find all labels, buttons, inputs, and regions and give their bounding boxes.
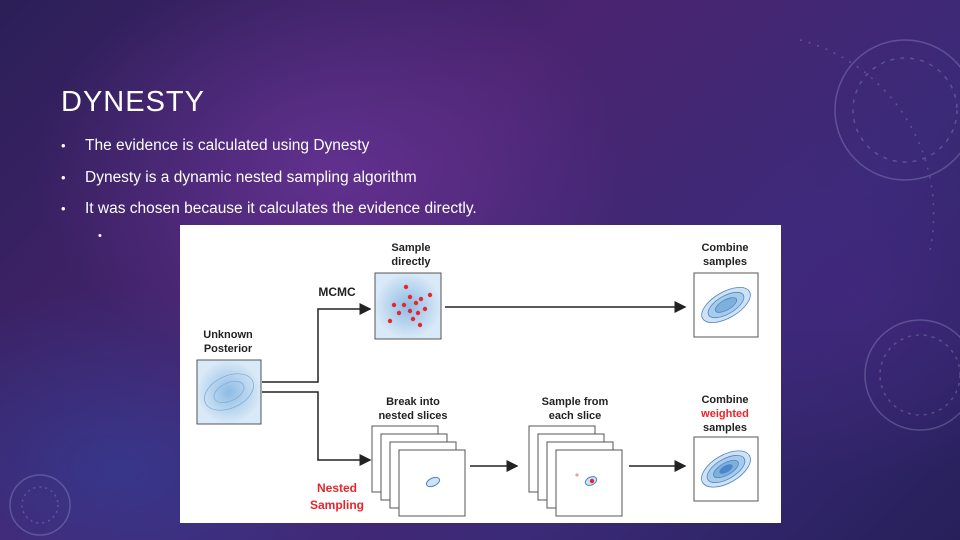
combine-samples-label: Combine <box>701 242 748 254</box>
sample-directly-label: Sample <box>391 242 430 254</box>
bullet-text: Dynesty is a dynamic nested sampling alg… <box>85 168 417 186</box>
combine-samples-label: samples <box>703 256 747 268</box>
nested-slices-stack <box>371 425 466 517</box>
slice-samples-stack <box>528 425 623 517</box>
sample-directly-label: directly <box>391 256 431 268</box>
bullet-marker: • <box>61 138 66 153</box>
sample-from-label: each slice <box>549 410 602 422</box>
sample-from-label: Sample from <box>542 396 609 408</box>
unknown-posterior-label: Unknown <box>203 329 253 341</box>
bullet-item: • Dynesty is a dynamic nested sampling a… <box>61 168 477 200</box>
mcmc-label: MCMC <box>318 285 356 299</box>
bullet-marker: • <box>61 201 66 216</box>
slide-title: DYNESTY <box>61 86 205 118</box>
break-into-label: Break into <box>386 396 440 408</box>
bullet-item: • It was chosen because it calculates th… <box>61 199 477 231</box>
unknown-posterior-label: Posterior <box>204 343 253 355</box>
combine-weighted-label: weighted <box>700 408 749 420</box>
bullet-item: • The evidence is calculated using Dynes… <box>61 136 477 168</box>
nested-sampling-label: Sampling <box>310 498 364 512</box>
bullet-list: • The evidence is calculated using Dynes… <box>61 136 477 231</box>
posterior-panel <box>196 359 262 425</box>
break-into-label: nested slices <box>378 410 447 422</box>
mcmc-sample-points <box>387 284 433 328</box>
mcmc-sample-panel <box>374 272 442 340</box>
combine-weighted-label: Combine <box>701 394 748 406</box>
bullet-text: The evidence is calculated using Dynesty <box>85 137 370 154</box>
bullet-marker: • <box>61 169 66 185</box>
nested-sampling-label: Nested <box>317 481 357 495</box>
sub-bullet-marker: • <box>98 230 102 242</box>
nested-sampling-figure: Unknown Posterior MCMC Sample directly C… <box>180 225 781 523</box>
figure-diagram: Unknown Posterior MCMC Sample directly C… <box>196 242 759 517</box>
bullet-text: It was chosen because it calculates the … <box>85 200 477 217</box>
combine-weighted-label: samples <box>703 422 747 434</box>
